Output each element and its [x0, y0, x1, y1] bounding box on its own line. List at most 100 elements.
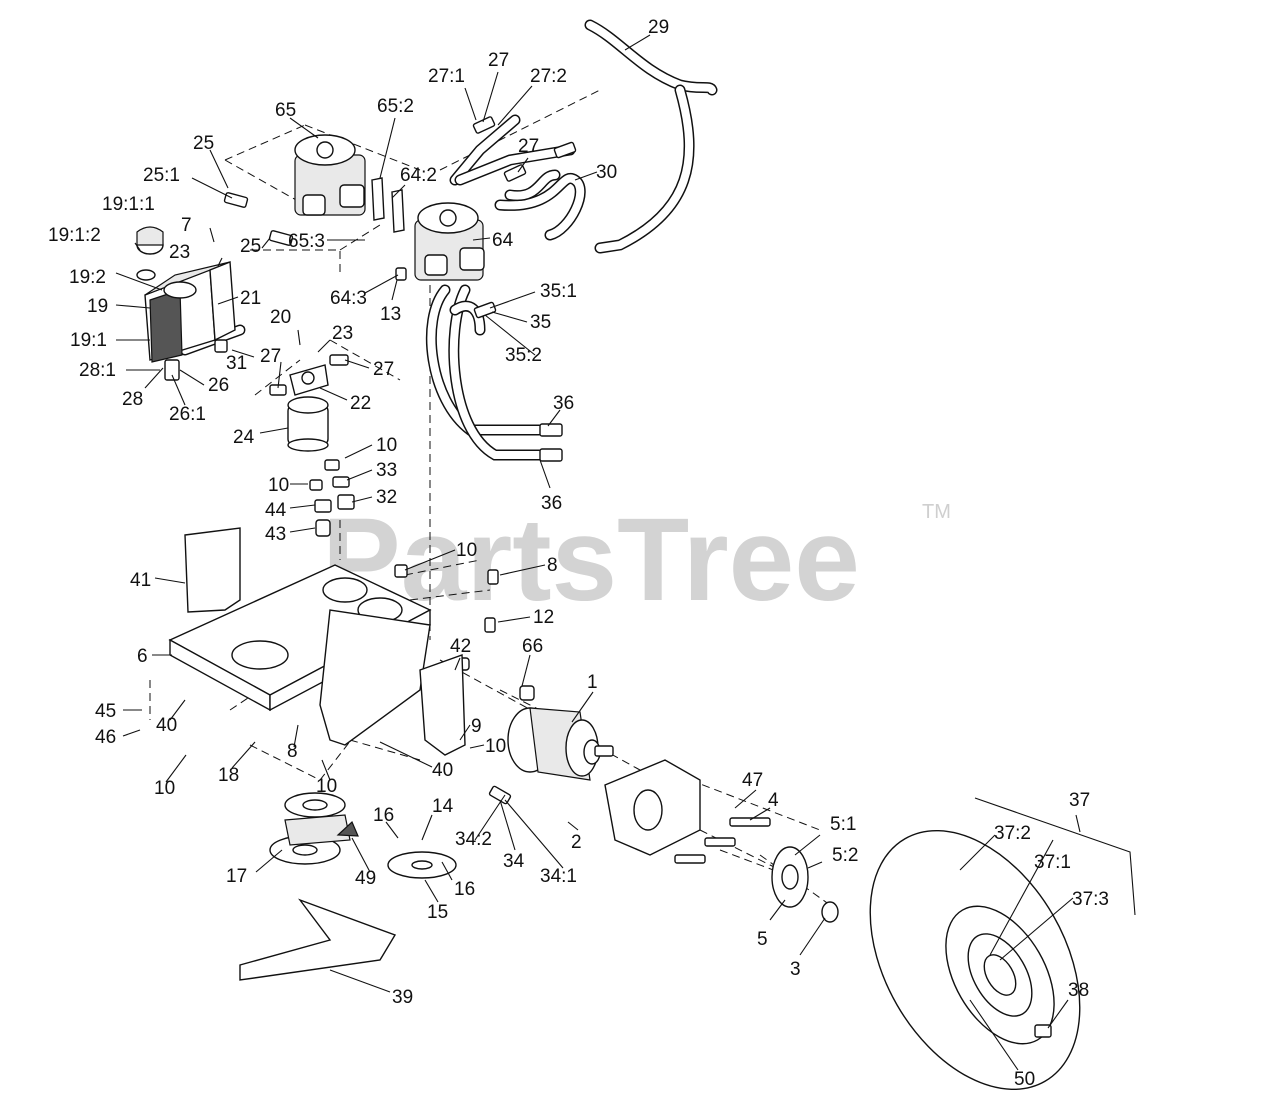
callout-label: 27:2 [530, 66, 567, 87]
callout-label: 43 [265, 524, 286, 545]
callout-label: 10 [456, 540, 477, 561]
callout-label: 44 [265, 500, 287, 521]
callout-label: 27 [260, 346, 281, 367]
callout-label: 16 [373, 805, 394, 826]
callout-label: 10 [268, 475, 289, 496]
callout-label: 9 [471, 716, 482, 737]
callout-label: 19:1 [70, 330, 107, 351]
callout-label: 27 [488, 50, 509, 71]
callout-label: 37:3 [1072, 889, 1109, 910]
callout-label: 46 [95, 727, 116, 748]
hydraulic-reservoir [136, 226, 236, 363]
callout-label: 1 [587, 672, 598, 693]
wheel-and-tire [869, 829, 1081, 1091]
callout-label: 2 [571, 832, 582, 853]
callout-label: 19 [87, 296, 108, 317]
pulleys [269, 792, 457, 879]
callout-label: 33 [376, 460, 397, 481]
callout-label: 21 [240, 288, 261, 309]
assembly-lines [149, 89, 831, 906]
callout-label: 24 [233, 427, 255, 448]
callout-label: 30 [596, 162, 617, 183]
hydro-pump-65 [294, 134, 366, 216]
callout-label: 38 [1068, 980, 1089, 1001]
callout-label: 31 [226, 353, 247, 374]
callout-label: 35 [530, 312, 551, 333]
callout-label: 8 [287, 741, 298, 762]
callout-label: 18 [218, 765, 239, 786]
callout-label: 41 [130, 570, 151, 591]
callout-label: 64:3 [330, 288, 367, 309]
callout-label: 65:3 [288, 231, 325, 252]
callout-label: 17 [226, 866, 247, 887]
callout-label: 20 [270, 307, 291, 328]
callout-label: 27 [518, 136, 539, 157]
callout-label: 42 [450, 636, 471, 657]
callout-label: 6 [137, 646, 148, 667]
callout-label: 25 [193, 133, 214, 154]
callout-label: 19:2 [69, 267, 106, 288]
callout-label: 7 [181, 215, 192, 236]
callout-label: 27:1 [428, 66, 465, 87]
hydro-pump-64 [414, 202, 485, 281]
callout-label: 45 [95, 701, 116, 722]
callout-label: 3 [790, 959, 801, 980]
callout-label: 8 [547, 555, 558, 576]
hub [771, 846, 839, 923]
callout-label: 39 [392, 987, 413, 1008]
callout-label: 23 [332, 323, 353, 344]
callout-label: 12 [533, 607, 554, 628]
callout-label: 19:1:2 [48, 225, 101, 246]
callout-label: 10 [154, 778, 175, 799]
callout-label: 10 [316, 776, 337, 797]
callout-label: 22 [350, 393, 371, 414]
callout-labels: 29 27:1 27 27:2 65 65:2 25 25:1 27 30 19… [48, 17, 1109, 1090]
filter-assembly [287, 364, 329, 452]
callout-label: 35:2 [505, 345, 542, 366]
callout-label: 25:1 [143, 165, 180, 186]
callout-label: 19:1:1 [102, 194, 155, 215]
frame-plates [184, 527, 466, 756]
callout-label: 26 [208, 375, 229, 396]
callout-label: 34 [503, 851, 525, 872]
watermark-trademark: TM [922, 501, 951, 523]
callout-label: 49 [355, 868, 376, 889]
callout-label: 47 [742, 770, 763, 791]
leader-lines [115, 34, 1136, 1071]
callout-label: 13 [380, 304, 401, 325]
callout-label: 25 [240, 236, 261, 257]
callout-label: 28:1 [79, 360, 116, 381]
callout-label: 14 [432, 796, 454, 817]
callout-label: 16 [454, 879, 475, 900]
drive-belt [239, 898, 397, 981]
callout-label: 40 [432, 760, 453, 781]
callout-label: 36 [541, 493, 562, 514]
callout-label: 40 [156, 715, 177, 736]
callout-label: 35:1 [540, 281, 577, 302]
bolts [488, 785, 771, 864]
callout-label: 4 [768, 790, 779, 811]
callout-label: 65:2 [377, 96, 414, 117]
callout-label: 66 [522, 636, 543, 657]
callout-label: 29 [648, 17, 669, 38]
callout-label: 64:2 [400, 165, 437, 186]
callout-label: 37 [1069, 790, 1090, 811]
callout-label: 5 [757, 929, 768, 950]
callout-label: 27 [373, 359, 394, 380]
pump-brackets [371, 177, 407, 281]
wheel-motor [507, 707, 614, 781]
callout-label: 15 [427, 902, 448, 923]
motor-mount [604, 759, 701, 856]
callout-label: 36 [553, 393, 574, 414]
callout-label: 50 [1014, 1069, 1035, 1090]
main-frame [168, 564, 432, 746]
fittings [164, 116, 577, 701]
callout-label: 10 [376, 435, 397, 456]
hoses [179, 19, 718, 461]
callout-label: 5:1 [830, 814, 856, 835]
callout-label: 23 [169, 242, 190, 263]
callout-label: 37:2 [994, 823, 1031, 844]
callout-label: 34:2 [455, 829, 492, 850]
callout-label: 34:1 [540, 866, 577, 887]
